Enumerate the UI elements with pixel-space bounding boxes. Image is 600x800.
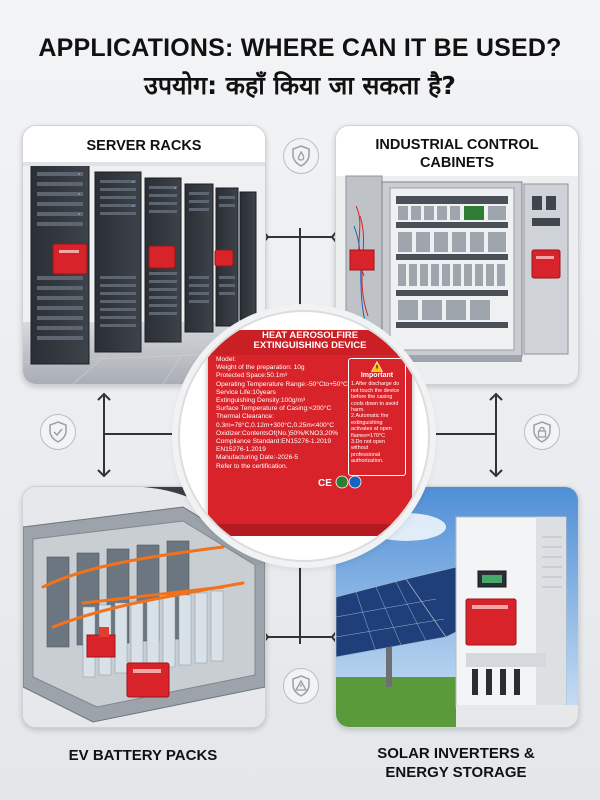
device-hub: HEAT AEROSOLFIRE EXTINGUISHING DEVICE Mo… xyxy=(178,310,430,562)
fire-extinguishing-device: HEAT AEROSOLFIRE EXTINGUISHING DEVICE Mo… xyxy=(200,330,420,536)
lock-shield-icon xyxy=(524,414,560,450)
connector-left-horizontal xyxy=(104,433,180,435)
certification-marks: CE xyxy=(318,475,362,489)
card-label-server-racks: SERVER RACKS xyxy=(86,138,202,154)
card-label-industrial-line2: CABINETS xyxy=(419,155,495,171)
svg-text:CE: CE xyxy=(318,478,332,489)
device-spec-line: 0.3m=78°C,0.12m+300°C,0.25m<400°C xyxy=(216,421,335,429)
card-solar-inverters xyxy=(335,486,579,728)
connector-right-vertical xyxy=(495,395,497,475)
device-spec-line: Oxidizer:ContentsOf(No.)50%/KNO3,20% xyxy=(216,429,339,437)
device-important-line: before the casing xyxy=(351,394,393,401)
device-important-line: extinguishing xyxy=(351,419,383,426)
device-spec-line: Service Life:10years xyxy=(216,388,276,396)
warning-icon xyxy=(371,361,383,372)
card-label-industrial-line1: INDUSTRIAL CONTROL xyxy=(375,137,539,153)
device-important-title: Important xyxy=(360,372,394,379)
device-spec-line: Protected Space:50.1m³ xyxy=(216,372,288,380)
device-important-line: cools down to avoid xyxy=(351,400,399,407)
card-label-ev-battery: EV BATTERY PACKS xyxy=(68,747,218,764)
device-important-line: 2.Automatic fire xyxy=(351,413,389,420)
device-title-line1: HEAT AEROSOLFIRE xyxy=(261,330,359,341)
device-spec-line: Operating Temperature Range:-50°Cto+50°C xyxy=(216,380,348,388)
device-title-line2: EXTINGUISHING DEVICE xyxy=(253,340,367,351)
card-label-solar-line2: ENERGY STORAGE xyxy=(385,764,527,781)
device-spec-line: Thermal Clearance: xyxy=(216,413,274,421)
page-subtitle-hindi: उपयोग: कहाँ किया जा सकता है? xyxy=(144,71,456,100)
device-important-line: activates at open xyxy=(351,426,392,433)
device-spec-line: Extinguishing Density:100g/m³ xyxy=(216,397,306,405)
device-important-line: not touch the device xyxy=(351,387,400,394)
solar-inverter-illustration xyxy=(336,487,578,727)
connector-bottom-vertical xyxy=(299,556,301,644)
device-spec-line: EN15276-1.2019 xyxy=(216,446,266,454)
device-spec-line: Model: xyxy=(216,356,236,363)
connector-right-horizontal xyxy=(424,433,496,435)
device-spec-line: Surface Temperature of Casing:<200°C xyxy=(216,405,332,413)
device-foot xyxy=(200,524,420,536)
device-important-line: 1.After discharge do xyxy=(351,381,400,388)
page-title: APPLICATIONS: WHERE CAN IT BE USED? xyxy=(38,34,562,62)
connector-top-vertical xyxy=(299,228,301,314)
connector-left-vertical xyxy=(103,395,105,475)
device-important-line: 3.Do not open without xyxy=(351,439,385,452)
flame-shield-icon xyxy=(283,138,319,174)
warning-shield-icon xyxy=(283,668,319,704)
device-title: HEAT AEROSOLFIRE EXTINGUISHING DEVICE xyxy=(208,330,412,355)
check-shield-icon xyxy=(40,414,76,450)
device-important-line: professional xyxy=(351,451,381,458)
card-industrial-cabinets: INDUSTRIAL CONTROL CABINETS xyxy=(335,125,579,385)
device-important-line: flames=170°C xyxy=(351,432,386,439)
device-important-line: harm. xyxy=(351,407,365,414)
device-spec-line: Compliance Standard:EN15276-1.2019 xyxy=(216,438,332,446)
device-spec-line: Weight of the preparation: 10g xyxy=(216,364,305,372)
card-label-solar-line1: SOLAR INVERTERS & xyxy=(377,745,535,762)
device-spec-line: Manufacturing Date:-2026-5 xyxy=(216,454,299,462)
industrial-cabinet-illustration xyxy=(336,175,578,384)
device-important-line: authorization. xyxy=(351,458,384,465)
device-spec-line: Refer to the certification. xyxy=(216,462,288,470)
ev-battery-illustration xyxy=(23,487,265,727)
